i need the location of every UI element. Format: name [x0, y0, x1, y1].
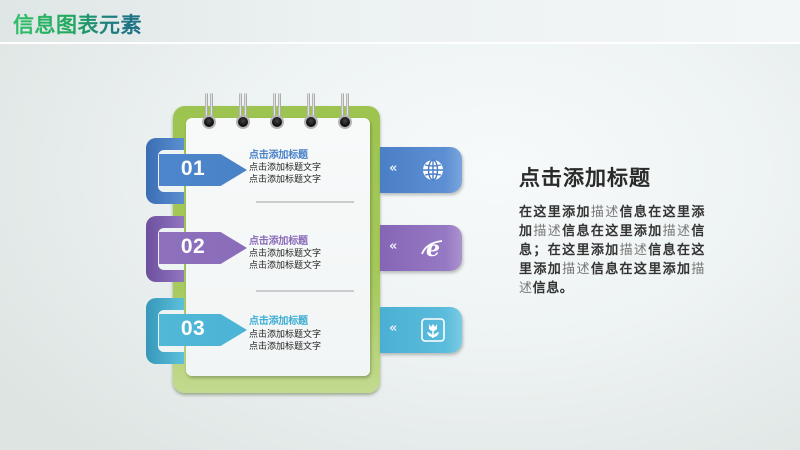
description-text-light: 描述	[519, 262, 705, 296]
side-description: 在这里添加描述信息在这里添加描述信息在这里添加描述信息；在这里添加描述信息在这里…	[519, 203, 705, 298]
description-text: 在这里添加	[519, 205, 591, 220]
item-text: 点击添加标题文字	[249, 163, 322, 173]
spiral-ring-icon	[304, 93, 318, 133]
item-number: 02	[180, 235, 206, 258]
description-text: 信息在这里添加	[519, 243, 705, 277]
spiral-ring-icon	[236, 93, 250, 133]
browser-button[interactable]: « e	[380, 225, 462, 271]
spiral-ring-icon	[270, 93, 284, 133]
item-title: 点击添加标题	[249, 316, 308, 327]
description-text: 信息在这里添加	[590, 262, 692, 277]
description-text-light: 描述	[533, 224, 563, 239]
divider	[256, 290, 354, 292]
globe-button[interactable]: «	[380, 147, 462, 193]
item-text: 点击添加标题文字	[249, 261, 322, 271]
item-text: 点击添加标题文字	[249, 330, 322, 340]
tulip-button[interactable]: «	[380, 307, 462, 353]
description-text: 信息在这里添加	[519, 205, 705, 239]
description-text-light: 描述	[562, 262, 591, 277]
globe-icon	[423, 159, 443, 181]
divider	[256, 201, 354, 203]
description-text: 信息；在这里添加	[519, 224, 706, 258]
tulip-icon	[421, 318, 445, 342]
item-title: 点击添加标题	[249, 150, 308, 161]
item-number: 03	[180, 317, 206, 340]
chevron-left-icon: «	[389, 161, 398, 176]
svg-text:e: e	[426, 236, 440, 261]
description-text-light: 描述	[619, 243, 649, 258]
description-text: 信息在这里添加	[562, 224, 663, 239]
description-text-light: 描述	[662, 224, 692, 239]
internet-explorer-icon: e	[421, 236, 443, 261]
page-title: 信息图表元素	[13, 9, 142, 39]
spiral-ring-icon	[338, 93, 352, 133]
item-text: 点击添加标题文字	[249, 249, 322, 259]
description-text: 信息。	[532, 281, 574, 296]
side-title: 点击添加标题	[519, 166, 651, 190]
spiral-ring-icon	[202, 93, 216, 133]
description-text-light: 描述	[590, 205, 620, 220]
item-text: 点击添加标题文字	[249, 342, 322, 352]
chevron-left-icon: «	[389, 321, 398, 336]
chevron-left-icon: «	[389, 239, 398, 254]
item-number: 01	[180, 157, 206, 180]
header-bar: 信息图表元素	[0, 0, 800, 44]
item-text: 点击添加标题文字	[249, 175, 322, 185]
item-title: 点击添加标题	[249, 236, 308, 247]
